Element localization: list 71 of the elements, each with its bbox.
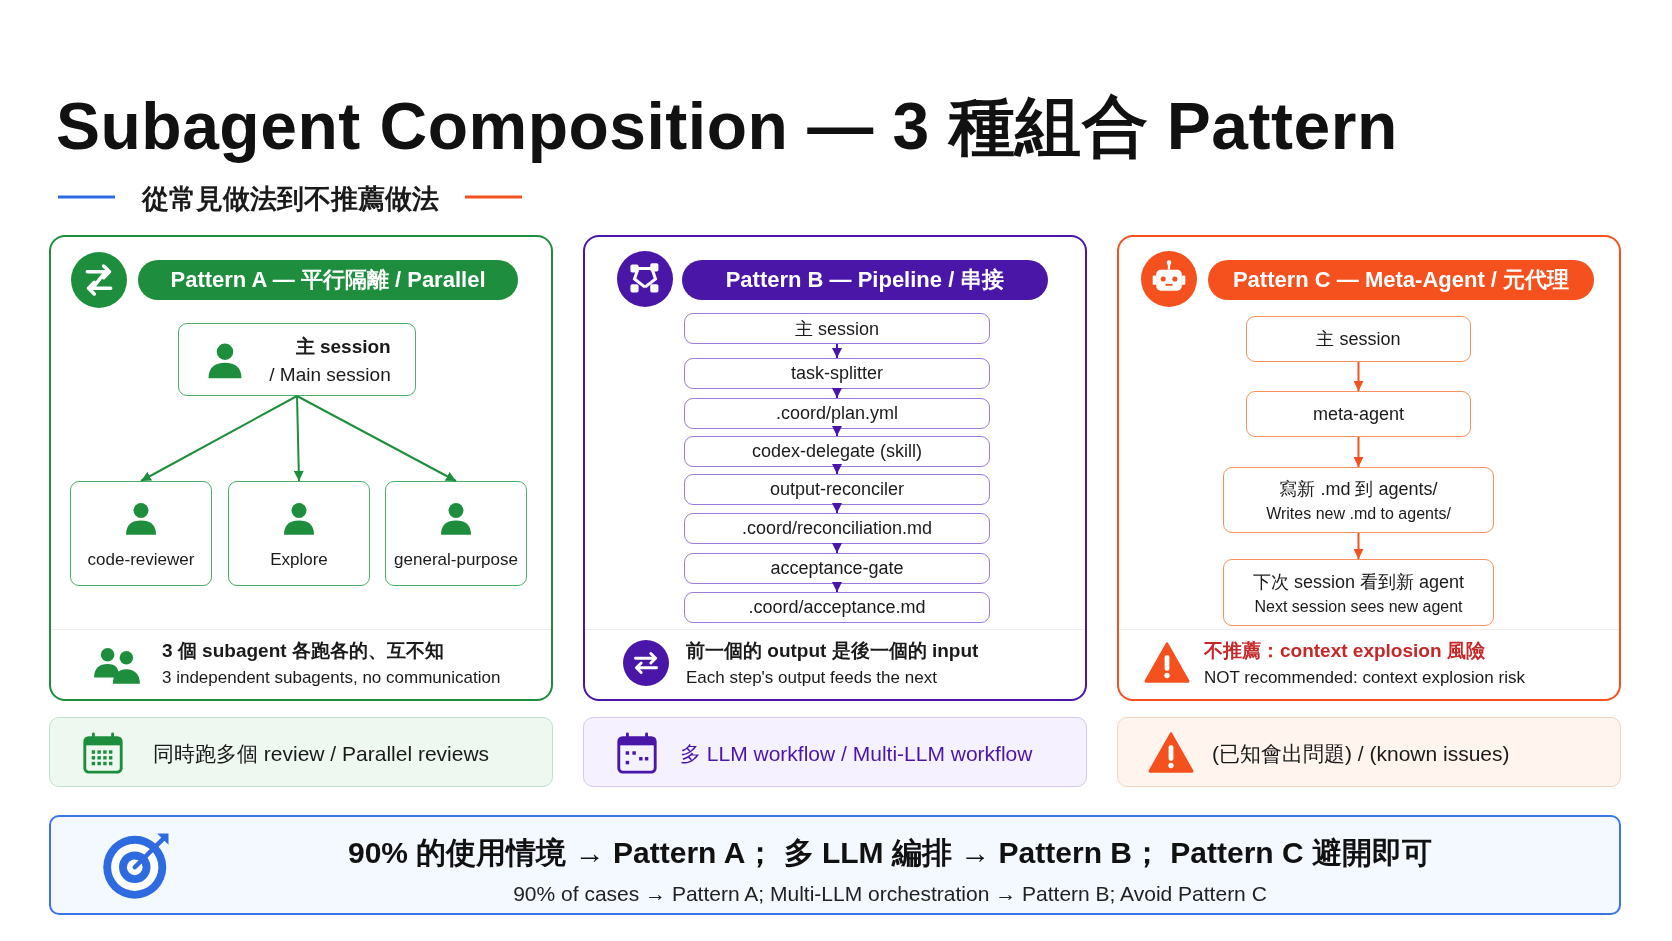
arrow <box>1353 532 1364 560</box>
process-box <box>684 436 990 467</box>
process-box <box>684 398 990 429</box>
arrow <box>1353 436 1364 468</box>
box-label: 寫新 .md 到 agents/ <box>1279 478 1438 501</box>
banner-text: (已知會出問題) / (known issues) <box>1212 741 1510 767</box>
arrow <box>293 395 304 482</box>
box-label: Explore <box>270 549 328 570</box>
heading-pill: Pattern B — Pipeline / 串接 <box>682 260 1048 300</box>
process-box <box>1223 467 1494 533</box>
box-label: general-purpose <box>394 549 518 570</box>
note-text: NOT recommended: context explosion risk <box>1204 668 1525 688</box>
heading-pill: Pattern C — Meta-Agent / 元代理 <box>1208 260 1594 300</box>
box-label: code-reviewer <box>87 549 195 570</box>
use-case-banner <box>1117 717 1621 787</box>
box-label: .coord/plan.yml <box>775 403 899 424</box>
note-text: 3 independent subagents, no communication <box>162 668 501 688</box>
box-label: Next session sees new agent <box>1254 597 1463 616</box>
arrow <box>832 343 842 359</box>
box-label: 主 session <box>295 334 391 359</box>
box-label: output-reconciler <box>769 479 905 500</box>
pattern-panel <box>583 235 1087 701</box>
box-label: .coord/reconciliation.md <box>741 518 933 539</box>
agent-box <box>228 481 370 586</box>
box-label: task-splitter <box>791 363 883 384</box>
box-label: acceptance-gate <box>770 558 904 579</box>
agent-box <box>385 481 527 586</box>
process-box <box>684 313 990 344</box>
box-label: 下次 session 看到新 agent <box>1252 570 1465 594</box>
use-case-banner <box>49 717 553 787</box>
box-label: codex-delegate (skill) <box>751 441 923 462</box>
process-box <box>684 553 990 584</box>
box-label: 主 session <box>1316 328 1401 351</box>
process-box <box>1246 316 1471 362</box>
note-heading: 不推薦：context explosion 風險 <box>1204 639 1486 663</box>
subtitle: 從常見做法到不推薦做法 <box>142 183 439 216</box>
box-label: 主 session <box>794 317 879 341</box>
summary-text: 90% of cases → Pattern A; Multi-LLM orchestration → Pattern B; Avoid Pattern C <box>513 882 1267 906</box>
note-heading: 3 個 subagent 各跑各的、互不知 <box>162 639 445 663</box>
arrow <box>832 388 842 399</box>
arrow <box>832 582 842 593</box>
arrow <box>296 395 457 482</box>
heading-pill: Pattern A — 平行隔離 / Parallel <box>138 260 518 300</box>
arrow <box>832 543 842 554</box>
banner-text: 多 LLM workflow / Multi-LLM workflow <box>680 741 1033 767</box>
summary-banner <box>49 815 1621 915</box>
arrow <box>1353 361 1364 392</box>
box-label: Writes new .md to agents/ <box>1266 505 1451 523</box>
session-box <box>178 323 416 396</box>
pattern-panel <box>49 235 553 701</box>
process-box <box>684 592 990 623</box>
process-box <box>684 513 990 544</box>
process-box <box>1246 391 1471 437</box>
title: Subagent Composition — 3 種組合 Pattern <box>56 88 1398 165</box>
arrow <box>832 464 842 475</box>
box-label: / Main session <box>269 363 391 386</box>
process-box <box>684 358 990 389</box>
note-text: Each step's output feeds the next <box>686 668 938 688</box>
pattern-panel <box>1117 235 1621 701</box>
process-box <box>684 474 990 505</box>
banner-text: 同時跑多個 review / Parallel reviews <box>153 741 490 767</box>
process-box <box>1223 559 1494 626</box>
agent-box <box>70 481 212 586</box>
arrow <box>832 426 842 437</box>
arrow <box>140 395 298 482</box>
box-label: .coord/acceptance.md <box>748 597 926 618</box>
note-heading: 前一個的 output 是後一個的 input <box>686 639 979 663</box>
arrow <box>832 503 842 514</box>
use-case-banner <box>583 717 1087 787</box>
box-label: meta-agent <box>1312 403 1405 425</box>
summary-heading: 90% 的使用情境 → Pattern A； 多 LLM 編排 → Pattern B； Pattern C 避開即可 <box>348 835 1432 871</box>
